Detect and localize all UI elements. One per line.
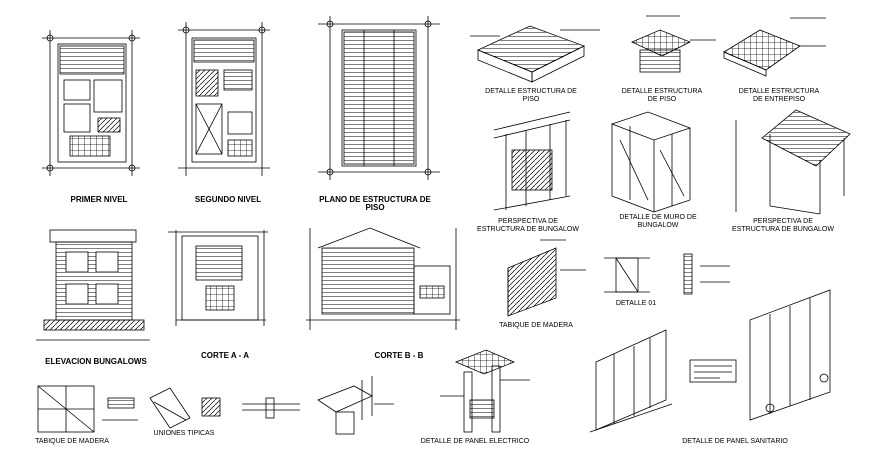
label-tabique-madera-2: TABIQUE DE MADERA xyxy=(35,438,109,445)
label-detalle-01: DETALLE 01 xyxy=(615,300,657,307)
detalle-estructura-entrepiso-drawing xyxy=(723,17,826,77)
plan-estructura-piso xyxy=(318,16,440,180)
label-perspectiva-bungalow-2: PERSPECTIVA DE ESTRUCTURA DE BUNGALOW xyxy=(732,218,834,233)
label-elevacion-bungalows: ELEVACION BUNGALOWS xyxy=(45,357,147,366)
panel-sanitario-drawing xyxy=(689,289,831,421)
label-corte-a: CORTE A - A xyxy=(201,351,249,360)
label-primer-nivel: PRIMER NIVEL xyxy=(70,195,128,204)
uniones-tipicas-drawing xyxy=(149,376,394,435)
plan-primer-nivel xyxy=(42,30,140,176)
detalle-estructura-piso-1-drawing xyxy=(470,25,600,83)
panel-electrico-drawing xyxy=(440,349,530,433)
corte-a-drawing xyxy=(168,230,268,326)
tabique-madera-1-drawing xyxy=(507,239,586,317)
label-perspectiva-bungalow-1: PERSPECTIVA DE ESTRUCTURA DE BUNGALOW xyxy=(477,218,579,233)
label-detalle-estructura-entrepiso: DETALLE ESTRUCTURA DE ENTREPISO xyxy=(738,88,820,103)
label-detalle-estructura-piso-1: DETALLE ESTRUCTURA DE PISO xyxy=(485,88,577,103)
panel-medio-drawing xyxy=(589,329,673,433)
label-plano-estructura-piso: PLANO DE ESTRUCTURA DE PISO xyxy=(319,195,431,212)
label-detalle-panel-electrico: DETALLE DE PANEL ELECTRICO xyxy=(420,438,530,445)
perspectiva-bungalow-1-drawing xyxy=(493,111,571,211)
plan-segundo-nivel xyxy=(178,22,270,176)
label-uniones-tipicas: UNIONES TIPICAS xyxy=(153,430,215,437)
label-tabique-madera-1: TABIQUE DE MADERA xyxy=(499,322,573,329)
elevacion-bungalows-drawing xyxy=(36,229,150,341)
detalle-estructura-piso-2-drawing xyxy=(631,15,716,73)
perspectiva-bungalow-2-drawing xyxy=(735,109,851,215)
detalle-01-drawing xyxy=(604,253,730,295)
detalle-muro-bungalow-drawing xyxy=(610,111,692,213)
label-detalle-estructura-piso-2: DETALLE ESTRUCTURA DE PISO xyxy=(621,88,703,103)
label-detalle-muro-bungalow: DETALLE DE MURO DE BUNGALOW xyxy=(619,214,697,229)
label-corte-b: CORTE B - B xyxy=(374,351,424,360)
corte-b-drawing xyxy=(306,227,460,330)
label-detalle-panel-sanitario: DETALLE DE PANEL SANITARIO xyxy=(682,438,788,445)
tabique-madera-2-drawing xyxy=(37,385,138,433)
label-segundo-nivel: SEGUNDO NIVEL xyxy=(194,195,262,204)
